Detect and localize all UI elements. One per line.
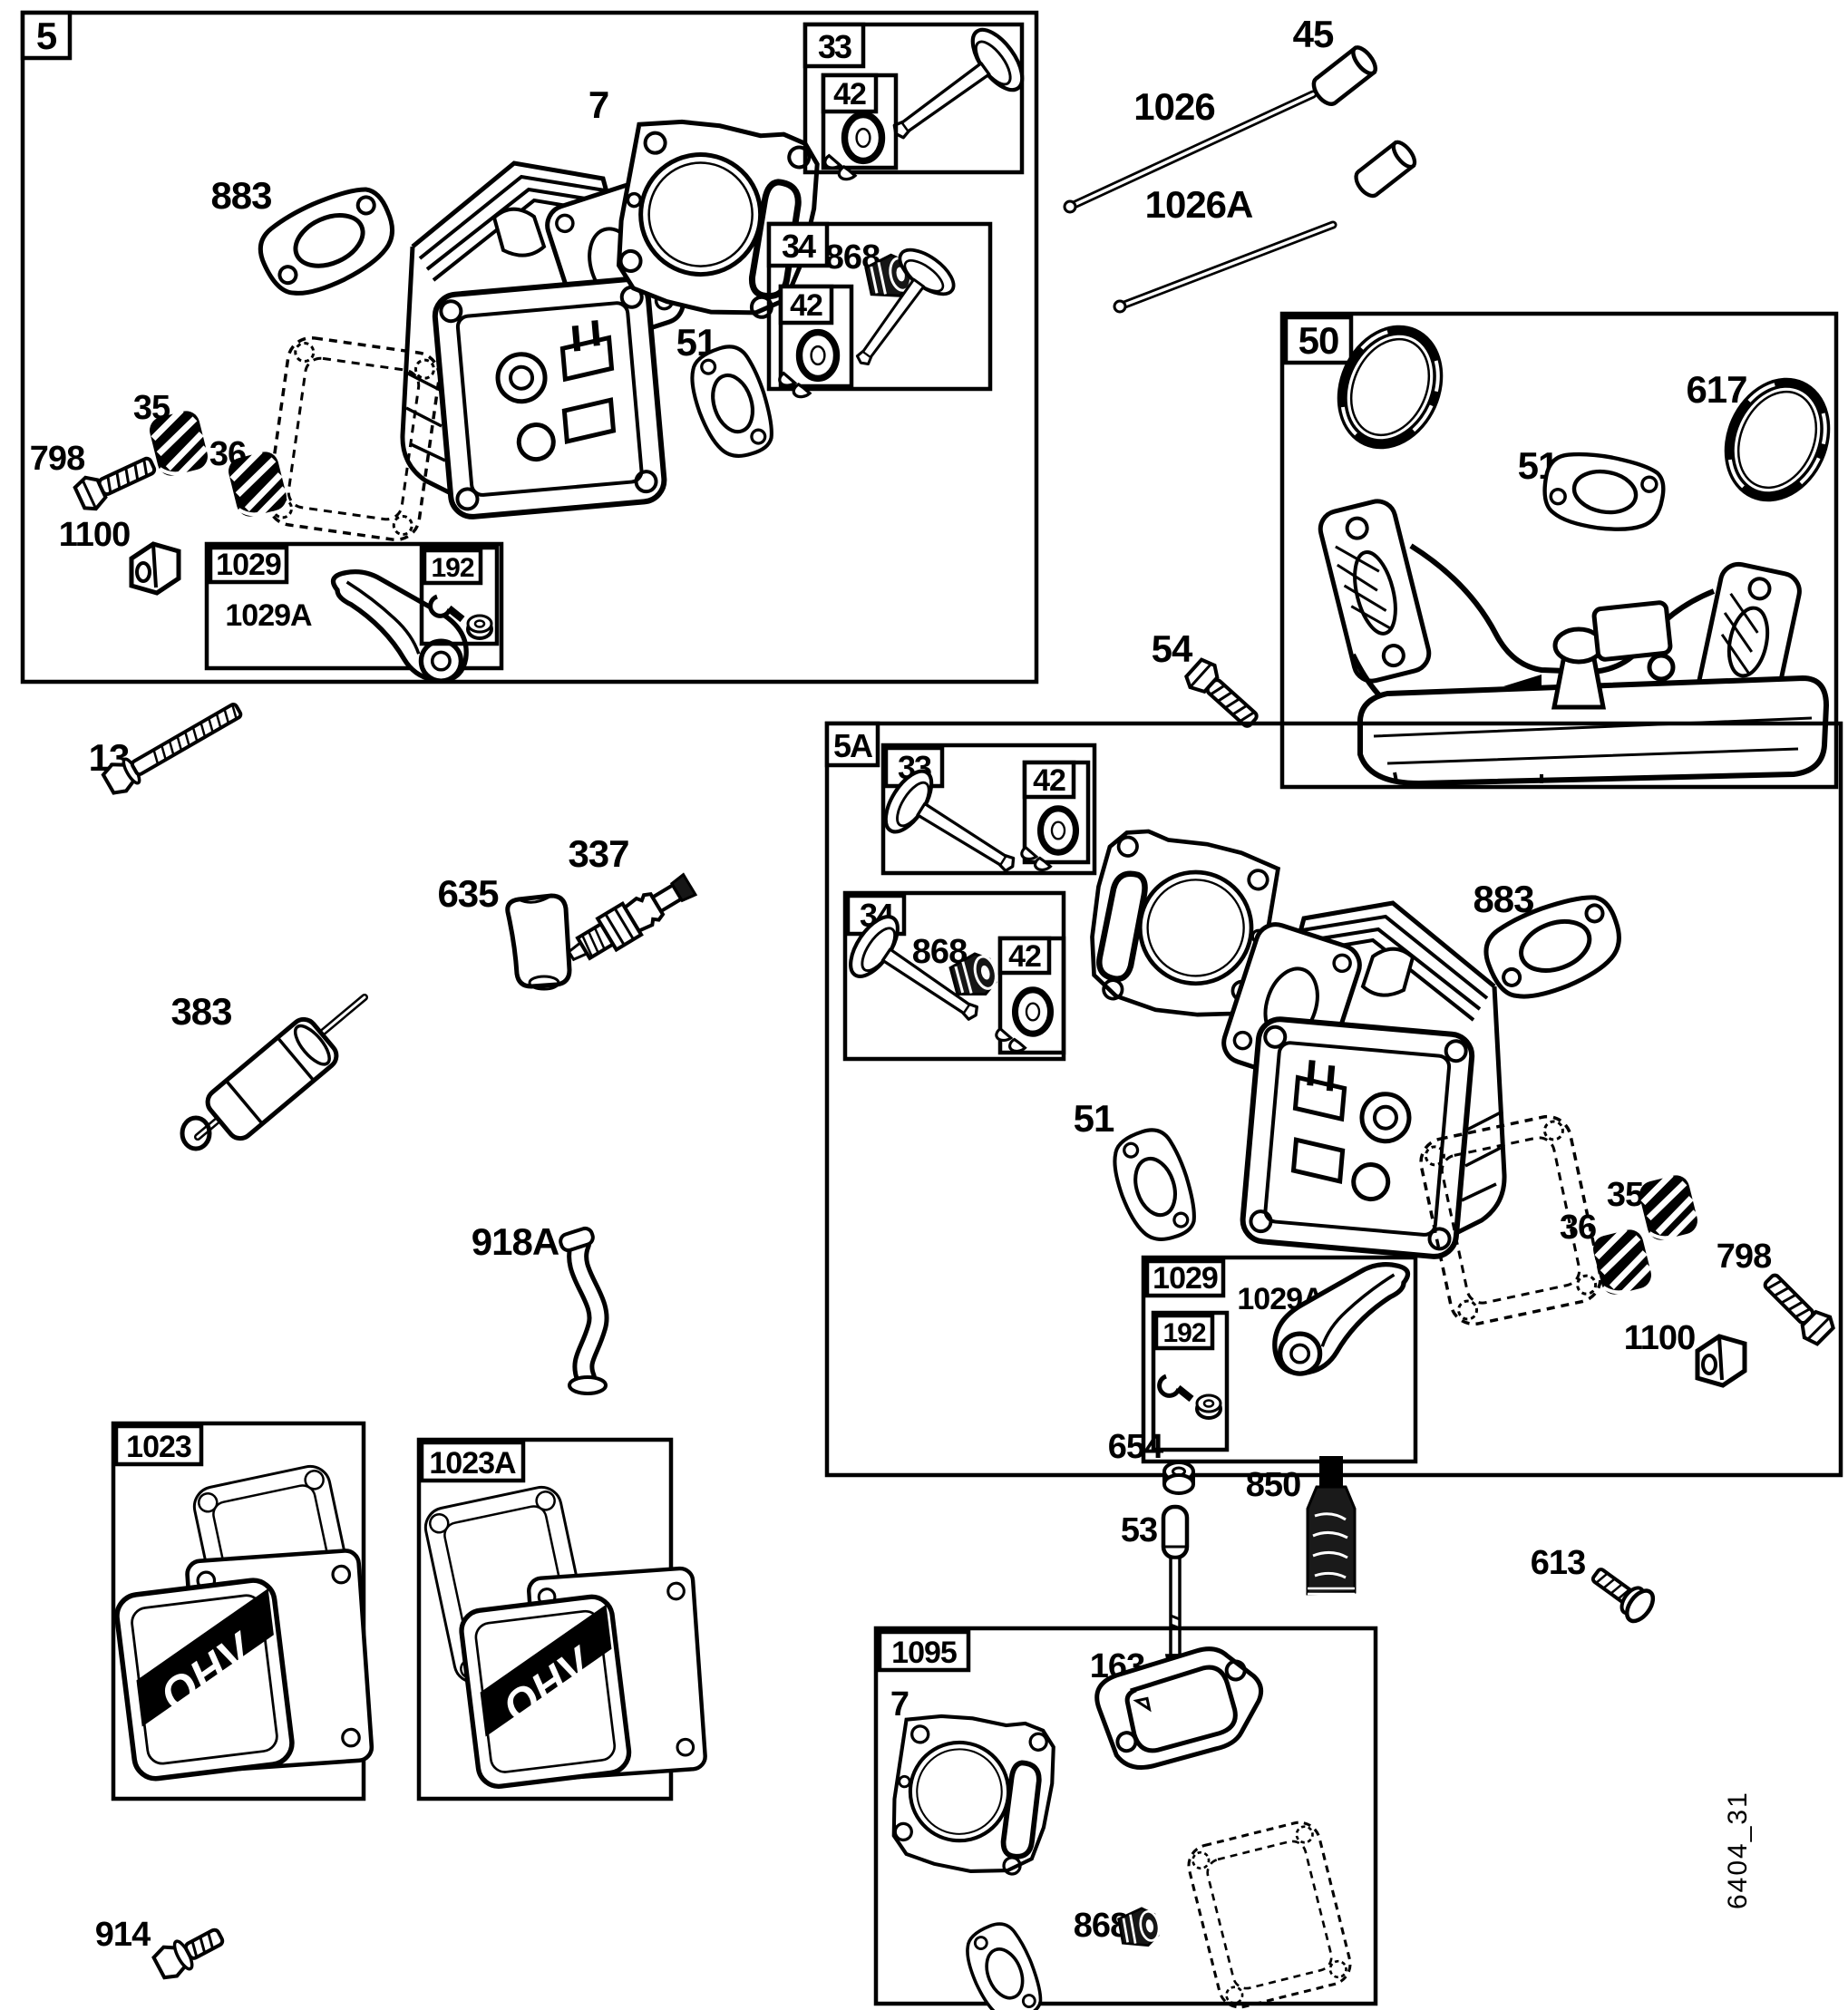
group-box-34: 34 868 42 — [841, 890, 1066, 1062]
intake-manifold — [1318, 499, 1830, 787]
label-798: 798 — [30, 440, 84, 478]
cover-screw-914 — [151, 1927, 225, 1980]
group-tag-1023: 1023 — [126, 1430, 191, 1464]
group-box-1095: 1095 163 7 868 — [873, 1626, 1378, 2010]
label-1100: 1100 — [1624, 1319, 1695, 1357]
group-tag-42: 42 — [790, 288, 822, 323]
group-box-5A: 5A 33 42 34 868 42 7 883 51 35 36 798 11… — [824, 721, 1843, 1478]
label-1100: 1100 — [59, 516, 130, 554]
group-box-33: 33 42 — [802, 22, 1032, 180]
group-tag-1023A: 1023A — [429, 1446, 516, 1481]
nut-654 — [1162, 1461, 1195, 1495]
stud-clip-1100 — [1697, 1336, 1745, 1385]
group-tag-1029: 1029 — [216, 548, 281, 582]
label-36: 36 — [1560, 1209, 1596, 1247]
label-1029A: 1029A — [225, 598, 312, 633]
label-53: 53 — [1121, 1511, 1157, 1549]
group-tag-5A: 5A — [833, 727, 873, 764]
label-7: 7 — [588, 83, 608, 126]
group-box-33: 33 42 — [877, 743, 1097, 896]
group-box-5: 5 883 7 51 35 36 798 1100 33 42 34 868 4… — [20, 10, 1039, 685]
group-tag-33: 33 — [818, 28, 851, 65]
group-tag-1029: 1029 — [1153, 1261, 1218, 1296]
label-798: 798 — [1717, 1238, 1771, 1276]
group-tag-50: 50 — [1298, 319, 1339, 362]
label-35: 35 — [1607, 1176, 1644, 1214]
label-635: 635 — [437, 872, 499, 915]
group-tag-192: 192 — [1162, 1318, 1205, 1348]
breather-tube-918A — [559, 1226, 609, 1395]
group-tag-5: 5 — [36, 15, 57, 57]
label-918A: 918A — [472, 1220, 559, 1263]
label-617: 617 — [1686, 368, 1746, 411]
label-7: 7 — [890, 1685, 909, 1724]
label-883: 883 — [210, 174, 271, 217]
label-1026A: 1026A — [1145, 183, 1253, 226]
head-gasket-7 — [886, 1707, 1060, 1881]
label-914: 914 — [95, 1916, 151, 1954]
head-bolt-13 — [101, 703, 243, 795]
label-51: 51 — [1074, 1097, 1114, 1140]
stud-clip-1100 — [131, 544, 179, 593]
group-box-1023A: 1023A — [416, 1437, 706, 1801]
push-rod-1026 — [1063, 90, 1318, 214]
label-383: 383 — [170, 990, 231, 1033]
sealant-tube-850 — [1306, 1456, 1357, 1596]
sheet-code: 6404_31 — [1723, 1791, 1753, 1909]
group-tag-192: 192 — [431, 553, 473, 583]
carburetor-gasket-163 — [1094, 1646, 1264, 1770]
group-tag-1095: 1095 — [891, 1636, 957, 1670]
group-tag-34: 34 — [782, 228, 816, 265]
group-box-50: 50 617 51 — [1279, 314, 1843, 790]
group-box-1029: 1029 1029A 192 — [204, 541, 504, 681]
label-850: 850 — [1246, 1466, 1300, 1504]
label-654: 654 — [1108, 1428, 1163, 1466]
spark-plug-337 — [567, 872, 698, 962]
head-screw-613 — [1590, 1568, 1656, 1624]
spark-plug-boot-635 — [505, 893, 572, 991]
group-pushrods: 45 1026 1026A — [1063, 13, 1418, 314]
group-tag-42: 42 — [833, 77, 866, 112]
label-45: 45 — [1293, 13, 1334, 55]
breather-assembly-383 — [180, 994, 368, 1151]
group-box-34: 34 868 42 — [766, 221, 993, 397]
label-1026: 1026 — [1133, 85, 1214, 128]
label-613: 613 — [1531, 1544, 1585, 1582]
group-tag-42: 42 — [1033, 763, 1065, 798]
push-rod-1026a — [1113, 220, 1337, 314]
label-337: 337 — [568, 832, 628, 875]
group-box-1023: 1023 — [111, 1421, 373, 1801]
label-54: 54 — [1152, 627, 1193, 670]
group-tag-42: 42 — [1008, 939, 1041, 974]
group-box-1029: 1029 1029A 192 — [1141, 1255, 1418, 1464]
